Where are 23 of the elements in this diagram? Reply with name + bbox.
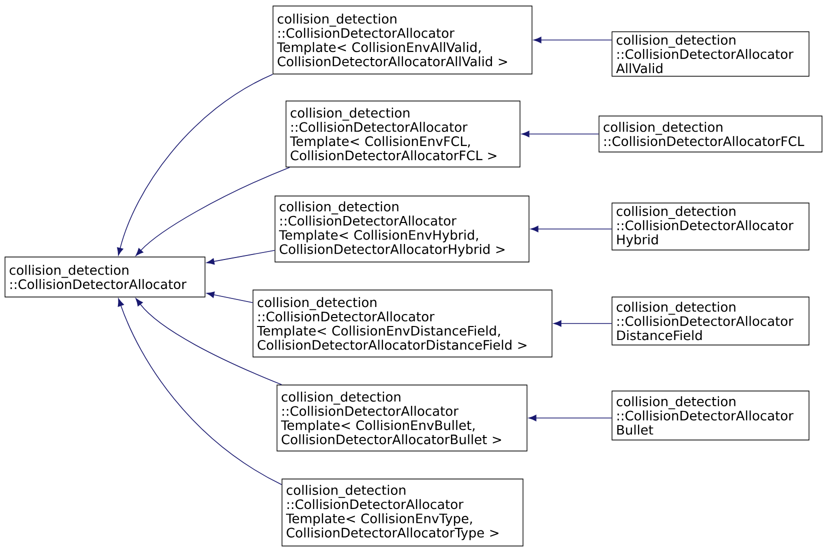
arrow bbox=[554, 320, 612, 327]
class-box: collision_detection ::CollisionDetectorAllocator Template< CollisionEnvBullet, CollisionDetectorAllocatorBullet > bbox=[276, 384, 528, 452]
class-box: collision_detection ::CollisionDetectorAllocatorFCL bbox=[598, 116, 822, 152]
arrow bbox=[530, 226, 612, 232]
class-box: collision_detection ::CollisionDetectorAllocator Template< CollisionEnvType, CollisionDetectorAllocatorType > bbox=[282, 478, 524, 546]
arrow bbox=[534, 36, 612, 44]
class-box: collision_detection ::CollisionDetectorAllocator Template< CollisionEnvHybrid, CollisionDetectorAllocatorHybrid > bbox=[274, 196, 530, 262]
arrow bbox=[522, 130, 600, 138]
class-box: collision_detection ::CollisionDetectorAllocator Template< CollisionEnvFCL, CollisionDetectorAllocatorFCL > bbox=[286, 100, 520, 168]
arrow bbox=[136, 298, 282, 386]
arrow bbox=[528, 414, 612, 422]
arrow bbox=[117, 74, 274, 256]
class-box: collision_detection ::CollisionDetectorAllocator AllValid bbox=[612, 31, 810, 77]
class-box: collision_detection ::CollisionDetectorAllocator Bullet bbox=[612, 390, 810, 440]
class-box: collision_detection ::CollisionDetectorAllocator Hybrid bbox=[612, 202, 810, 250]
arrow bbox=[118, 298, 282, 486]
arrow bbox=[136, 166, 290, 256]
class-box: collision_detection ::CollisionDetectorAllocator bbox=[4, 256, 206, 298]
class-box: collision_detection ::CollisionDetectorAllocator DistanceField bbox=[612, 296, 810, 346]
class-box: collision_detection ::CollisionDetectorAllocator Template< CollisionEnvDistanceField, CollisionDetectorAllocatorDistanceField > bbox=[252, 290, 552, 358]
arrow bbox=[206, 250, 276, 265]
arrow bbox=[206, 292, 254, 304]
class-box: collision_detection ::CollisionDetectorAllocator Template< CollisionEnvAllValid, CollisionDetectorAllocatorAllValid > bbox=[272, 6, 532, 74]
